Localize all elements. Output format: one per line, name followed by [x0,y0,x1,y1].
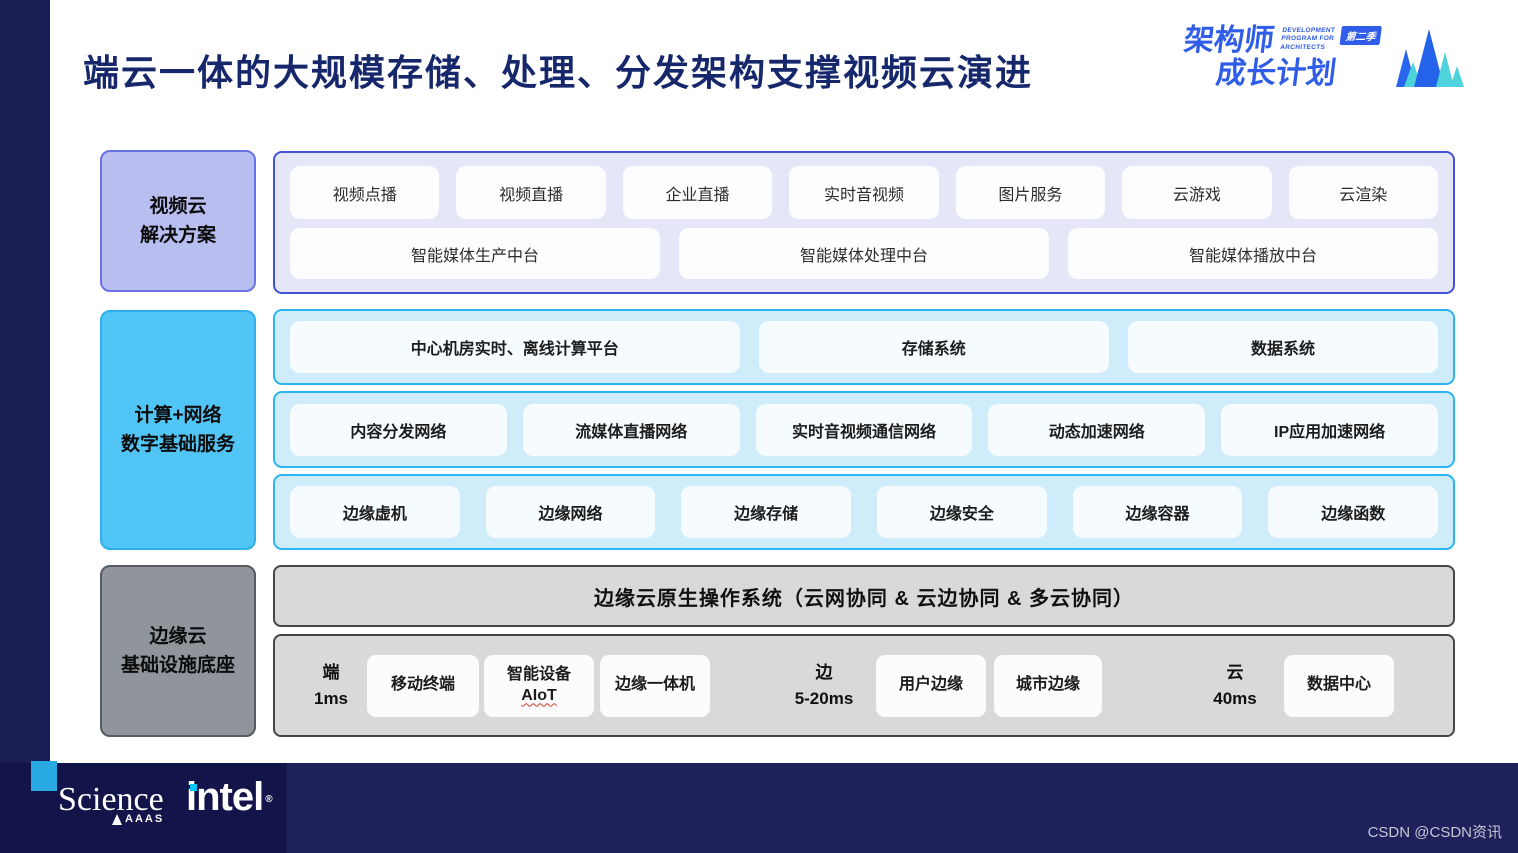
chip-cloud-gaming: 云游戏 [1122,166,1272,219]
solutions-container: 视频点播 视频直播 企业直播 实时音视频 图片服务 云游戏 云渲染 智能媒体生产… [273,151,1455,294]
smart-device-line1: 智能设备 [506,665,571,683]
chip-central-computing-platform: 中心机房实时、离线计算平台 [290,321,740,373]
chip-data-system: 数据系统 [1127,321,1438,373]
intel-logo: intel ® [186,775,273,819]
logo-line1: 架构师 [1182,24,1277,57]
intel-registered-mark: ® [265,794,272,805]
chip-cdn: 内容分发网络 [290,403,507,456]
chip-edge-function: 边缘函数 [1268,486,1439,538]
science-logo: Science [58,781,164,818]
tier-cloud-latency: 40ms [1213,688,1257,708]
aaas-logo: AAAS [112,813,164,825]
chip-cloud-rendering: 云渲染 [1288,166,1438,219]
mountains-logo-icon [1396,28,1464,87]
chip-enterprise-live: 企业直播 [622,166,773,219]
page-title: 端云一体的大规模存储、处理、分发架构支撑视频云演进 [83,52,1034,93]
network-services-container: 内容分发网络 流媒体直播网络 实时音视频通信网络 动态加速网络 IP应用加速网络 [273,391,1455,468]
chip-dynamic-acceleration-network: 动态加速网络 [988,403,1206,456]
chip-image-service: 图片服务 [955,166,1106,219]
program-logo-text: 架构师 DEVELOPMENT PROGRAM FOR ARCHITECTS 第… [1178,24,1382,90]
program-logo: 架构师 DEVELOPMENT PROGRAM FOR ARCHITECTS 第… [1182,24,1466,90]
chip-streaming-live-network: 流媒体直播网络 [522,403,740,456]
intel-dot-icon [190,784,197,791]
tier-cloud-label: 云 40ms [1210,660,1260,711]
chip-ip-acceleration-network: IP应用加速网络 [1221,403,1438,456]
chip-rtc-network: 实时音视频通信网络 [755,403,973,456]
chip-user-edge: 用户边缘 [876,654,986,717]
aaas-text: AAAS [125,813,165,825]
section-label-video-cloud-solutions: 视频云 解决方案 [100,150,256,292]
chip-live-video: 视频直播 [456,166,606,219]
logo-caption: DEVELOPMENT PROGRAM FOR ARCHITECTS [1279,27,1336,51]
chip-media-processing-platform: 智能媒体处理中台 [679,228,1049,279]
chip-media-playback-platform: 智能媒体播放中台 [1068,228,1438,279]
footer: Science AAAS intel ® CSDN @CSDN资讯 [0,761,1518,853]
chip-datacenter: 数据中心 [1284,654,1394,717]
csdn-watermark: CSDN @CSDN资讯 [1367,824,1502,841]
chip-media-production-platform: 智能媒体生产中台 [290,228,660,279]
tier-edge-latency: 5-20ms [794,688,854,708]
chip-realtime-audio-video: 实时音视频 [789,166,939,219]
tier-end-label: 端 1ms [309,660,353,711]
smart-device-line2: AIoT [521,686,557,704]
tier-end-name: 端 [322,663,340,682]
core-systems-container: 中心机房实时、离线计算平台 存储系统 数据系统 [273,309,1455,385]
chip-smart-device-aiot: 智能设备 AIoT [484,654,594,717]
chip-video-on-demand: 视频点播 [290,166,440,219]
edge-cloud-services-container: 边缘虚机 边缘网络 边缘存储 边缘安全 边缘容器 边缘函数 [273,474,1455,550]
tier-edge-name: 边 [815,663,833,682]
chip-edge-vm: 边缘虚机 [290,486,460,538]
footer-right-panel [287,763,1518,853]
chip-edge-security: 边缘安全 [877,486,1047,538]
tier-end-latency: 1ms [313,688,349,708]
tier-container: 端 1ms 移动终端 智能设备 AIoT 边缘一体机 边 5-20ms 用户边缘… [273,634,1455,737]
section-label-edge-infrastructure: 边缘云 基础设施底座 [100,565,256,737]
intel-text: intel [186,775,264,819]
chip-edge-storage: 边缘存储 [681,486,852,538]
chip-mobile-terminal: 移动终端 [367,654,479,717]
tier-cloud-name: 云 [1226,663,1244,682]
cyan-accent-square [31,761,57,791]
tier-edge-label: 边 5-20ms [790,660,858,711]
chip-edge-network: 边缘网络 [485,486,656,538]
chip-storage-system: 存储系统 [758,321,1109,373]
chip-city-edge: 城市边缘 [994,654,1102,717]
logo-line2: 成长计划 [1214,57,1339,90]
solutions-product-row: 视频点播 视频直播 企业直播 实时音视频 图片服务 云游戏 云渲染 [290,166,1438,219]
section-label-compute-network: 计算+网络 数字基础服务 [100,310,256,550]
aaas-mark-icon [112,814,122,825]
logo-season-badge: 第二季 [1339,26,1382,45]
solutions-platform-row: 智能媒体生产中台 智能媒体处理中台 智能媒体播放中台 [290,228,1438,279]
chip-edge-container: 边缘容器 [1072,486,1243,538]
chip-edge-all-in-one: 边缘一体机 [600,654,710,717]
left-accent-bar [0,0,50,853]
edge-os-bar: 边缘云原生操作系统（云网协同 & 云边协同 & 多云协同） [273,565,1455,627]
